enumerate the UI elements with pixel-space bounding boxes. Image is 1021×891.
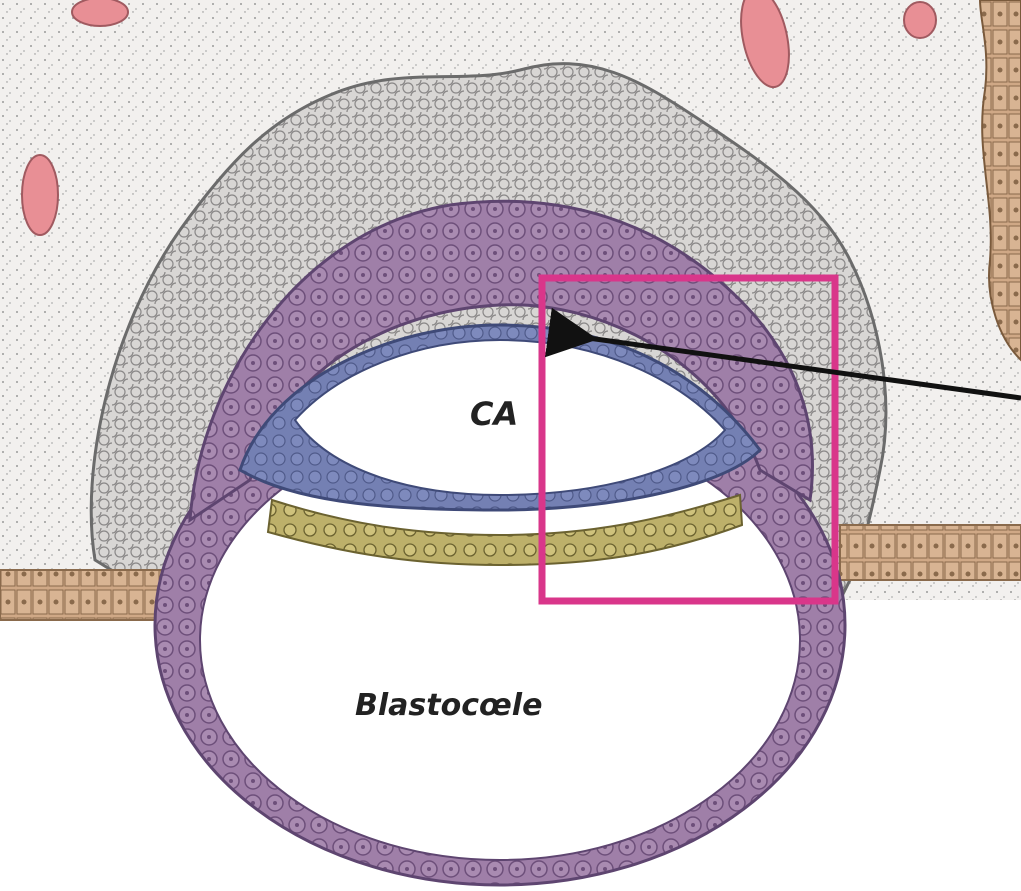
uterine-epithelium-right xyxy=(840,525,1021,580)
uterine-epithelium-left xyxy=(0,570,170,620)
amniotic-cavity-label: CA xyxy=(470,395,518,433)
blood-vessel-4 xyxy=(904,2,936,38)
blood-vessel-1 xyxy=(72,0,128,26)
blood-vessel-2 xyxy=(22,155,58,235)
blastocoele-label: Blastocœle xyxy=(355,688,542,723)
